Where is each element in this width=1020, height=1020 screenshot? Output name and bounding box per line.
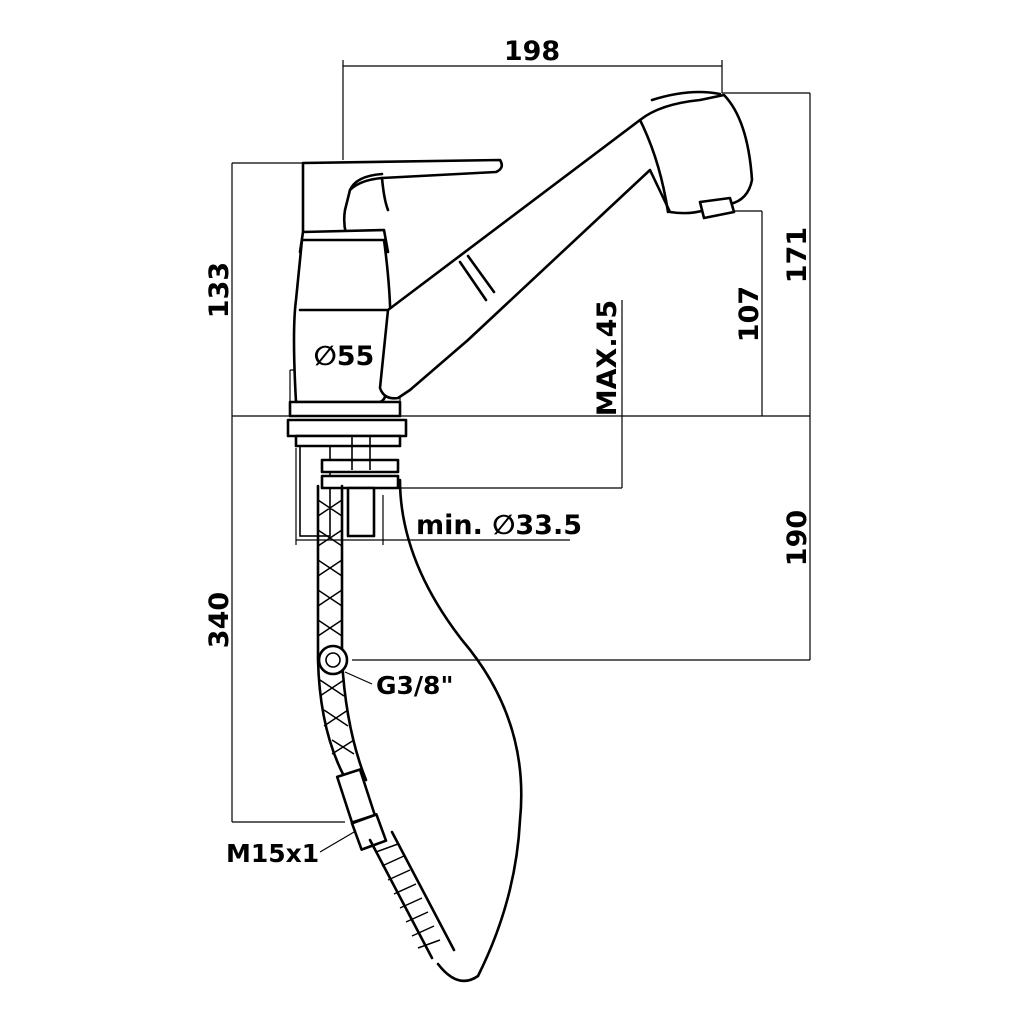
dim-spout-reach: 198 [504,36,560,67]
label-hose-thread: M15x1 [226,839,319,868]
braided-hose [316,478,523,983]
dim-overall-height: 171 [782,227,813,283]
dim-outlet-height: 107 [734,286,765,342]
dim-max-deck: MAX.45 [592,300,623,416]
label-connection-thread: G3/8" [376,671,453,700]
dimension-lines [231,60,811,853]
dim-hose-length: 340 [204,592,235,648]
dim-shank-length: 190 [782,510,813,566]
fixing-assembly [286,418,408,538]
dimension-labels: 198 133 171 107 ∅55 MAX.45 min. ∅33.5 19… [204,36,813,868]
dim-min-hole: min. ∅33.5 [416,510,582,541]
faucet-body [288,90,754,418]
dim-body-height: 133 [204,262,235,318]
dim-body-diameter: ∅55 [314,341,375,372]
